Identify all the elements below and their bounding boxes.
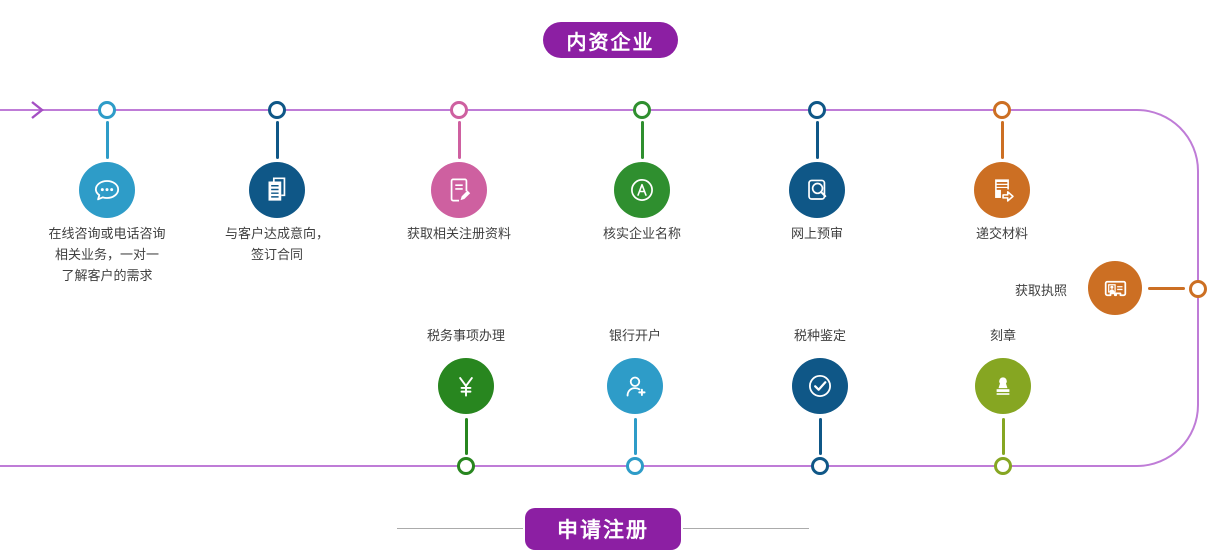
doc-arrow-icon (974, 162, 1030, 218)
timeline-node (268, 101, 286, 119)
connector-line (105, 121, 109, 159)
timeline-node (808, 101, 826, 119)
chat-icon (79, 162, 135, 218)
step-label: 税务事项办理 (426, 328, 505, 343)
timeline-node (994, 457, 1012, 475)
step-label: 银行开户 (608, 328, 661, 343)
connector-line (633, 418, 637, 455)
doc-pen-icon (431, 162, 487, 218)
banner-apply-register: 申请注册 (525, 508, 681, 550)
doc-search-icon (789, 162, 845, 218)
circle-a-icon (614, 162, 670, 218)
step-label: 递交材料 (975, 226, 1028, 241)
connector-line (275, 121, 279, 159)
banner-domestic-enterprise: 内资企业 (543, 22, 678, 58)
stamp-icon (975, 358, 1031, 414)
step-label: 税种鉴定 (793, 328, 846, 343)
connector-line (818, 418, 822, 455)
step-label: 与客户达成意向， 签订合同 (224, 226, 329, 262)
connector-line (457, 121, 461, 159)
connector-line (1000, 121, 1004, 159)
timeline-node (633, 101, 651, 119)
timeline-node (1189, 280, 1207, 298)
step-label: 网上预审 (790, 226, 843, 241)
timeline-node (811, 457, 829, 475)
connector-line (1001, 418, 1005, 455)
timeline-node (626, 457, 644, 475)
timeline-node (457, 457, 475, 475)
connector-line (464, 418, 468, 455)
connector-line (815, 121, 819, 159)
timeline-node (98, 101, 116, 119)
connector-line (1148, 287, 1185, 290)
divider-line (397, 528, 523, 529)
check-circle-icon (792, 358, 848, 414)
step-label: 获取执照 (1014, 283, 1067, 298)
connector-line (640, 121, 644, 159)
person-plus-icon (607, 358, 663, 414)
documents-icon (249, 162, 305, 218)
step-label: 在线咨询或电话咨询 相关业务，一对一 了解客户的需求 (48, 226, 166, 283)
timeline-node (993, 101, 1011, 119)
timeline-node (450, 101, 468, 119)
step-label: 核实企业名称 (602, 226, 681, 241)
yen-icon (438, 358, 494, 414)
flow-start-arrow-icon (24, 98, 48, 122)
step-label: 刻章 (989, 328, 1016, 343)
divider-line (683, 528, 809, 529)
license-icon (1088, 261, 1142, 315)
step-label: 获取相关注册资料 (406, 226, 511, 241)
